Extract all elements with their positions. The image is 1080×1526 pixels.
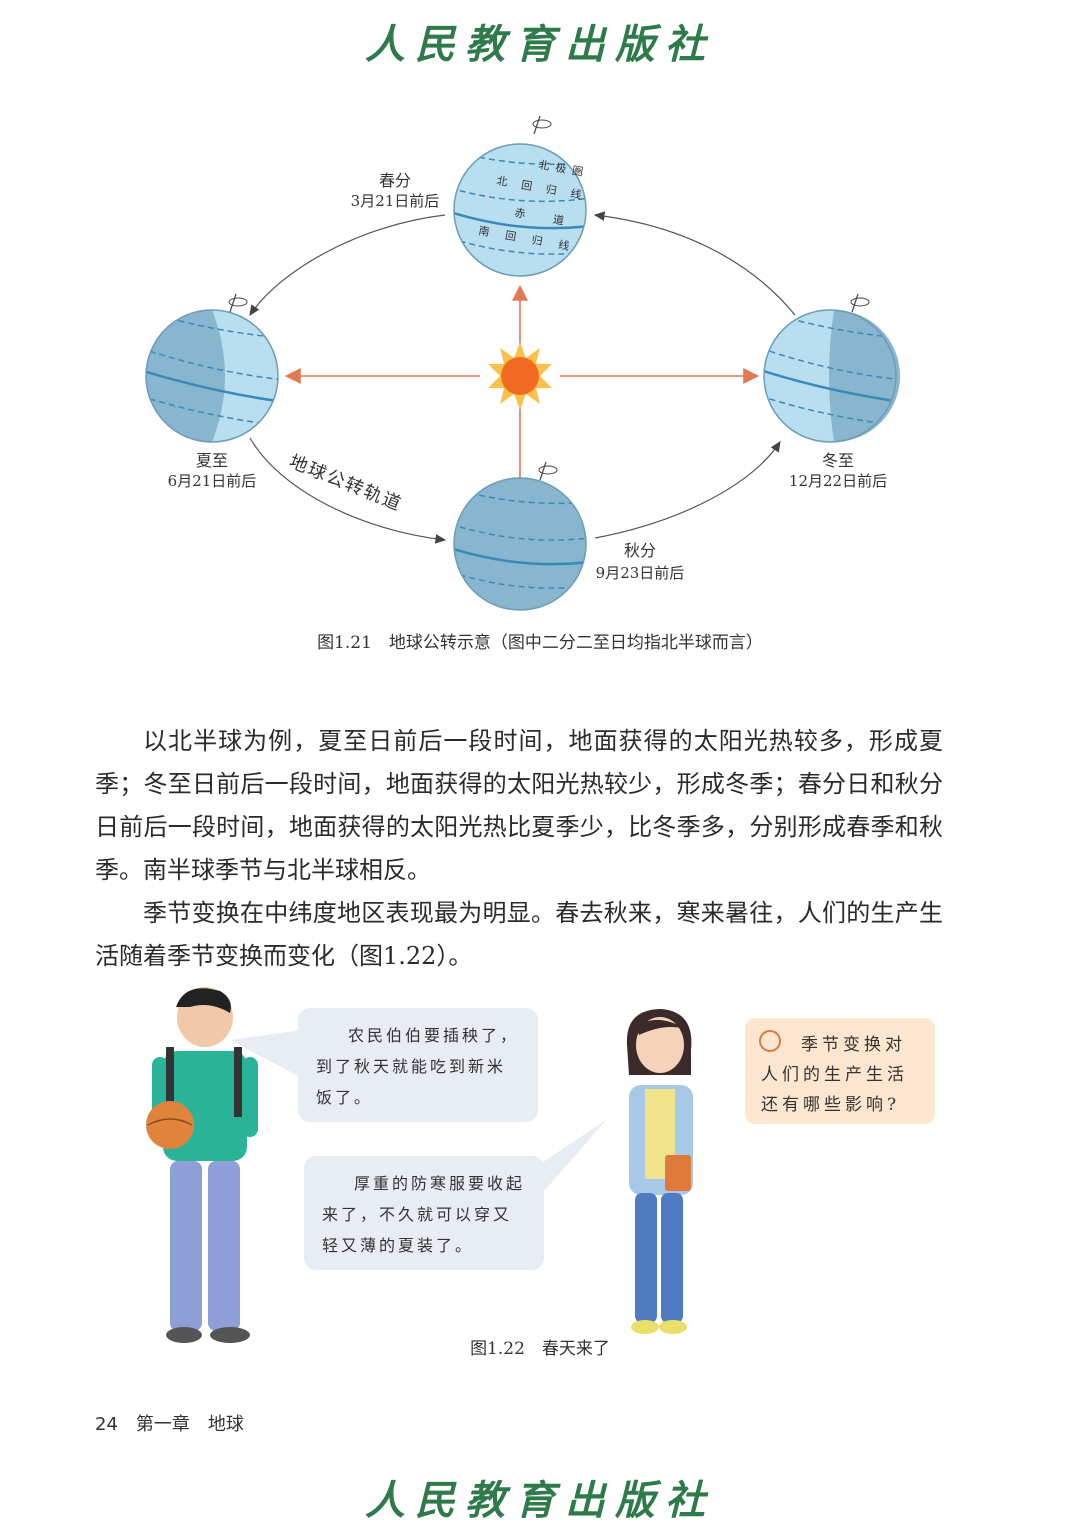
- spring-name: 春分: [379, 171, 411, 190]
- orbit-label: 地球公转轨道: [286, 451, 405, 515]
- summer-date: 6月21日前后: [168, 472, 257, 490]
- paragraph-2: 季节变换在中纬度地区表现最为明显。春去秋来，寒来暑往，人们的生产生活随着季节变换…: [95, 899, 943, 970]
- winter-name: 冬至: [822, 451, 854, 470]
- watermark-bottom: 人民教育出版社: [365, 1477, 715, 1524]
- boy-illustration: [146, 987, 258, 1343]
- page-footer: 24 第一章 地球: [95, 1410, 244, 1436]
- paragraph-1: 以北半球为例，夏至日前后一段时间，地面获得的太阳光热较多，形成夏季；冬至日前后一…: [95, 727, 943, 884]
- speech-bubble-girl: 厚重的防寒服要收起来了，不久就可以穿又轻又薄的夏装了。: [304, 1156, 544, 1270]
- globe-spring: 北极圈 北回归线 赤道 南回归线: [453, 115, 596, 277]
- chapter-title: 第一章 地球: [135, 1414, 244, 1435]
- globe-summer: [145, 293, 279, 443]
- globe-winter: [763, 293, 900, 443]
- orbit-arc-bottom-left: [249, 437, 447, 544]
- orbit-arc-top-right: [593, 211, 796, 316]
- sun-icon: [488, 342, 552, 410]
- girl-illustration: [626, 1009, 693, 1334]
- earth-revolution-diagram: 北极圈 北回归线 赤道 南回归线: [145, 115, 900, 611]
- globe-autumn: [453, 461, 587, 611]
- bubble1-tail: [230, 1030, 302, 1078]
- orbit-arc-top-left: [249, 214, 446, 316]
- figure2-caption: 图1.22 春天来了: [470, 1339, 610, 1359]
- autumn-date: 9月23日前后: [596, 564, 685, 582]
- winter-date: 12月22日前后: [789, 472, 887, 490]
- question-text: 季节变换对人们的生产生活还有哪些影响?: [761, 1035, 908, 1115]
- watermark-top: 人民教育出版社: [365, 21, 715, 68]
- orbit-arc-bottom-right: [594, 440, 781, 539]
- summer-name: 夏至: [196, 451, 228, 470]
- question-box: 季节变换对人们的生产生活还有哪些影响?: [745, 1018, 935, 1124]
- speech-bubble-boy: 农民伯伯要插秧了，到了秋天就能吃到新米饭了。: [298, 1008, 538, 1122]
- page-number: 24: [95, 1414, 118, 1435]
- autumn-name: 秋分: [624, 541, 656, 560]
- bubble2-tail: [540, 1120, 606, 1196]
- figure1-caption: 图1.21 地球公转示意（图中二分二至日均指北半球而言）: [317, 633, 763, 653]
- spring-date: 3月21日前后: [351, 192, 440, 210]
- bulb-icon: [759, 1030, 781, 1052]
